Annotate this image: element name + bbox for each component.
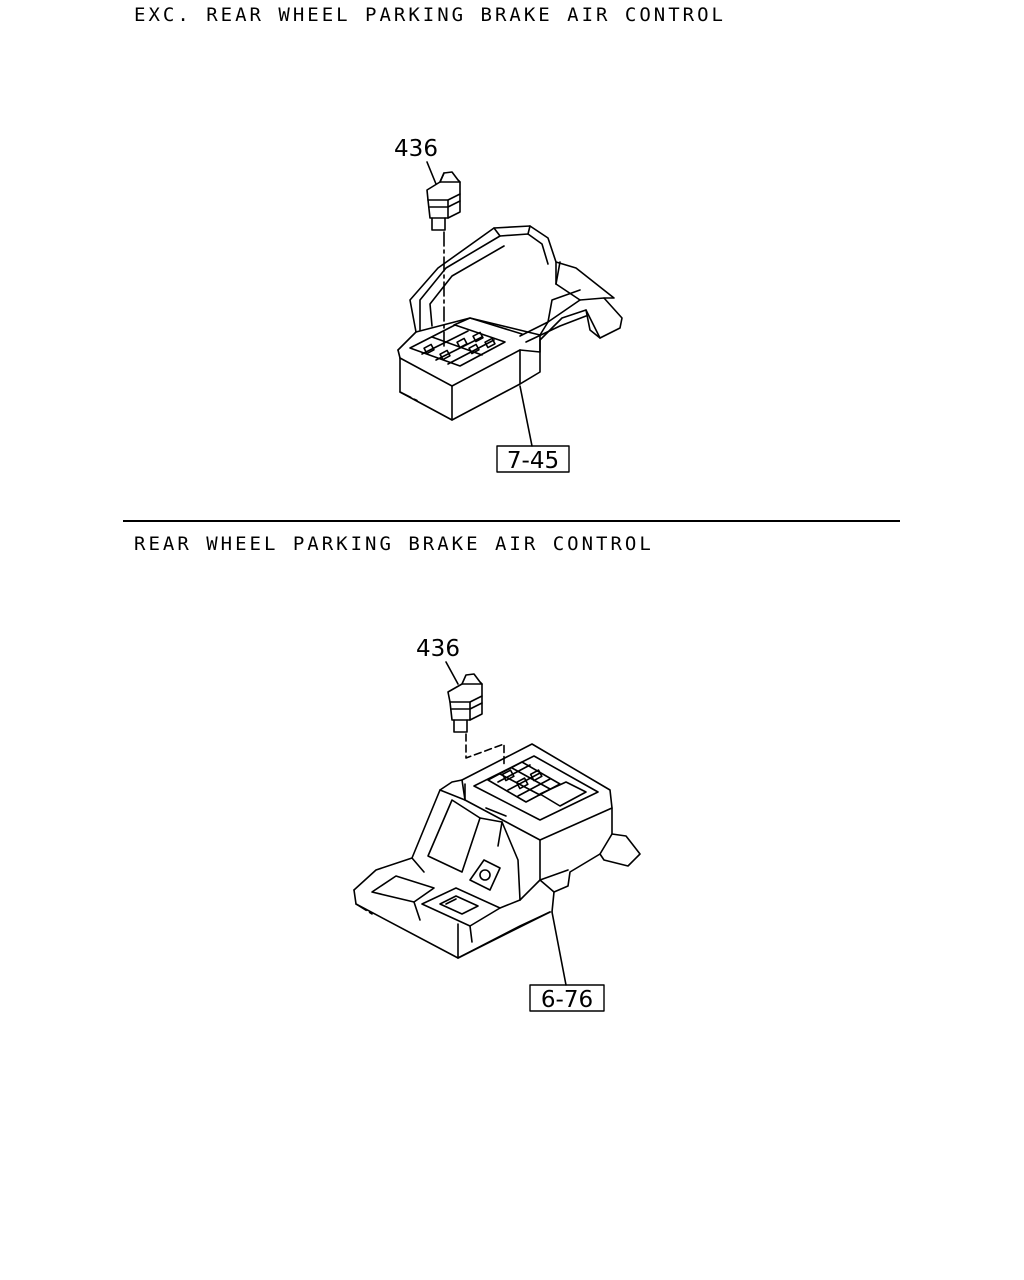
callout-leader-top — [426, 161, 437, 185]
console-part-7-45[interactable] — [397, 225, 623, 421]
reference-leader-bottom — [551, 911, 567, 986]
reference-box-7-45[interactable]: 7-45 — [496, 445, 570, 474]
assembly-guide-line-bottom — [465, 733, 505, 767]
diagram-bottom: 436 — [353, 636, 641, 1013]
diagram-top: 436 — [394, 136, 623, 474]
reference-label-6-76: 6-76 — [541, 987, 593, 1013]
section-title-air-control: REAR WHEEL PARKING BRAKE AIR CONTROL — [134, 533, 654, 555]
section-divider — [123, 520, 900, 522]
callout-leader-bottom — [445, 661, 459, 685]
console-part-6-76[interactable] — [353, 743, 641, 959]
reference-label-7-45: 7-45 — [507, 448, 559, 474]
reference-box-6-76[interactable]: 6-76 — [529, 984, 605, 1013]
reference-leader-top — [519, 385, 533, 447]
part-callout-436-top[interactable]: 436 — [394, 136, 438, 162]
switch-part-436-bottom[interactable] — [447, 673, 483, 733]
part-callout-436-bottom[interactable]: 436 — [416, 636, 460, 662]
switch-part-436-top[interactable] — [426, 171, 461, 231]
section-title-exc-air-control: EXC. REAR WHEEL PARKING BRAKE AIR CONTRO… — [134, 4, 726, 26]
